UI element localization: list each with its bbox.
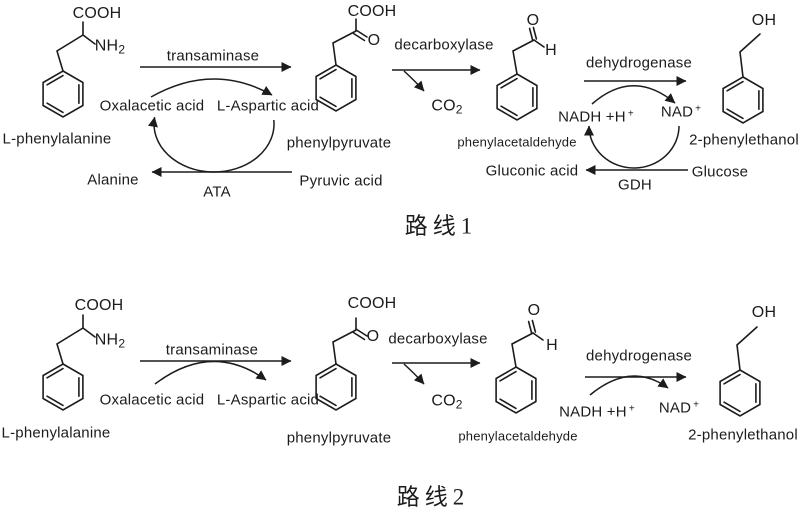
decarboxylase-arrow-route1 [392,65,481,92]
cooh-group-label-ppy-route1: COOH [347,3,397,20]
dehydrogenase-arrow-route2 [585,372,687,396]
cofactor-label-nadh-route1: NADH +H+ [558,108,634,126]
byproduct-label-co2-route2: CO2 [431,392,463,412]
phenylpyruvate-structure-route1 [315,18,368,112]
cofactor-label-nad-route1: NAD+ [660,103,702,121]
cofactor-label-nadh-route2: NADH +H+ [559,403,635,421]
byproduct-label-co2-route1: CO2 [431,97,463,117]
aldehyde-h-label-pal-route1: H [545,42,557,59]
compound-label-phenylalanine-route1: L-phenylalanine [2,130,112,148]
cosubstrate-label-gluconic-route1: Gluconic acid [485,162,579,180]
aldehyde-o-label-pal-route1: O [526,12,540,29]
compound-label-phenylpyruvate-route1: phenylpyruvate [286,134,392,152]
route1-title: 路线1 [404,213,478,239]
nadh-gdh-cycle-route1 [584,85,680,169]
hydroxyl-group-label-pea-route1: OH [751,12,777,29]
compound-label-phenylpyruvate-route2: phenylpyruvate [286,429,392,447]
phenylacetaldehyde-structure-route2 [495,319,544,414]
carbonyl-o-label-ppy-route2: O [366,328,380,345]
cosubstrate-label-aspartic-route1: L-Aspartic acid [216,97,320,115]
cooh-group-label-phe-route2: COOH [74,297,124,314]
route2-title: 路线2 [396,484,470,510]
cooh-group-label-ppy-route2: COOH [347,295,397,312]
cosubstrate-label-oxalacetic-route1: Oxalacetic acid [99,97,205,115]
l-phenylalanine-structure-route2 [42,314,96,411]
transaminase-arrow-route2 [140,356,292,385]
cofactor-label-nad-route2: NAD+ [658,399,700,417]
cosubstrate-label-pyruvic-route1: Pyruvic acid [299,172,383,190]
aldehyde-o-label-pal-route2: O [527,302,541,319]
2-phenylethanol-structure-route2 [719,326,761,417]
cosubstrate-label-alanine-route1: Alanine [87,171,139,189]
enzyme-label-dehydrogenase-route2: dehydrogenase [585,347,693,365]
enzyme-label-gdh-route1: GDH [618,176,652,194]
decarboxylase-arrow-route2 [392,358,481,385]
compound-label-phenylalanine-route2: L-phenylalanine [1,424,111,442]
enzyme-label-decarboxylase-route1: decarboxylase [394,36,494,54]
cosubstrate-label-glucose-route1: Glucose [691,163,749,181]
compound-label-phenylacetaldehyde-route2: phenylacetaldehyde [458,428,578,444]
enzyme-label-transaminase-route2: transaminase [165,341,259,359]
enzyme-label-dehydrogenase-route1: dehydrogenase [585,54,693,72]
enzyme-label-decarboxylase-route2: decarboxylase [388,330,488,348]
amine-group-label-phe-route1: NH2 [94,37,126,57]
enzyme-label-ata-route1: ATA [203,183,231,201]
phenylpyruvate-structure-route2 [315,317,368,411]
compound-label-phenylacetaldehyde-route1: phenylacetaldehyde [457,134,577,150]
cosubstrate-label-aspartic-route2: L-Aspartic acid [216,391,320,409]
compound-label-phenylethanol-route1: 2-phenylethanol [689,131,799,149]
carbonyl-o-label-ppy-route1: O [367,32,381,49]
transaminase-ata-cycle-route1 [148,78,275,173]
phenylacetaldehyde-structure-route1 [496,26,545,121]
cosubstrate-label-oxalacetic-route2: Oxalacetic acid [99,391,205,409]
2-phenylethanol-structure-route1 [722,33,764,124]
enzyme-label-transaminase-route1: transaminase [166,47,260,65]
compound-label-phenylethanol-route2: 2-phenylethanol [688,426,798,444]
amine-group-label-phe-route2: NH2 [94,331,126,351]
aldehyde-h-label-pal-route2: H [546,337,558,354]
cooh-group-label-phe-route1: COOH [72,5,122,22]
l-phenylalanine-structure-route1 [42,21,96,118]
hydroxyl-group-label-pea-route2: OH [751,304,777,321]
